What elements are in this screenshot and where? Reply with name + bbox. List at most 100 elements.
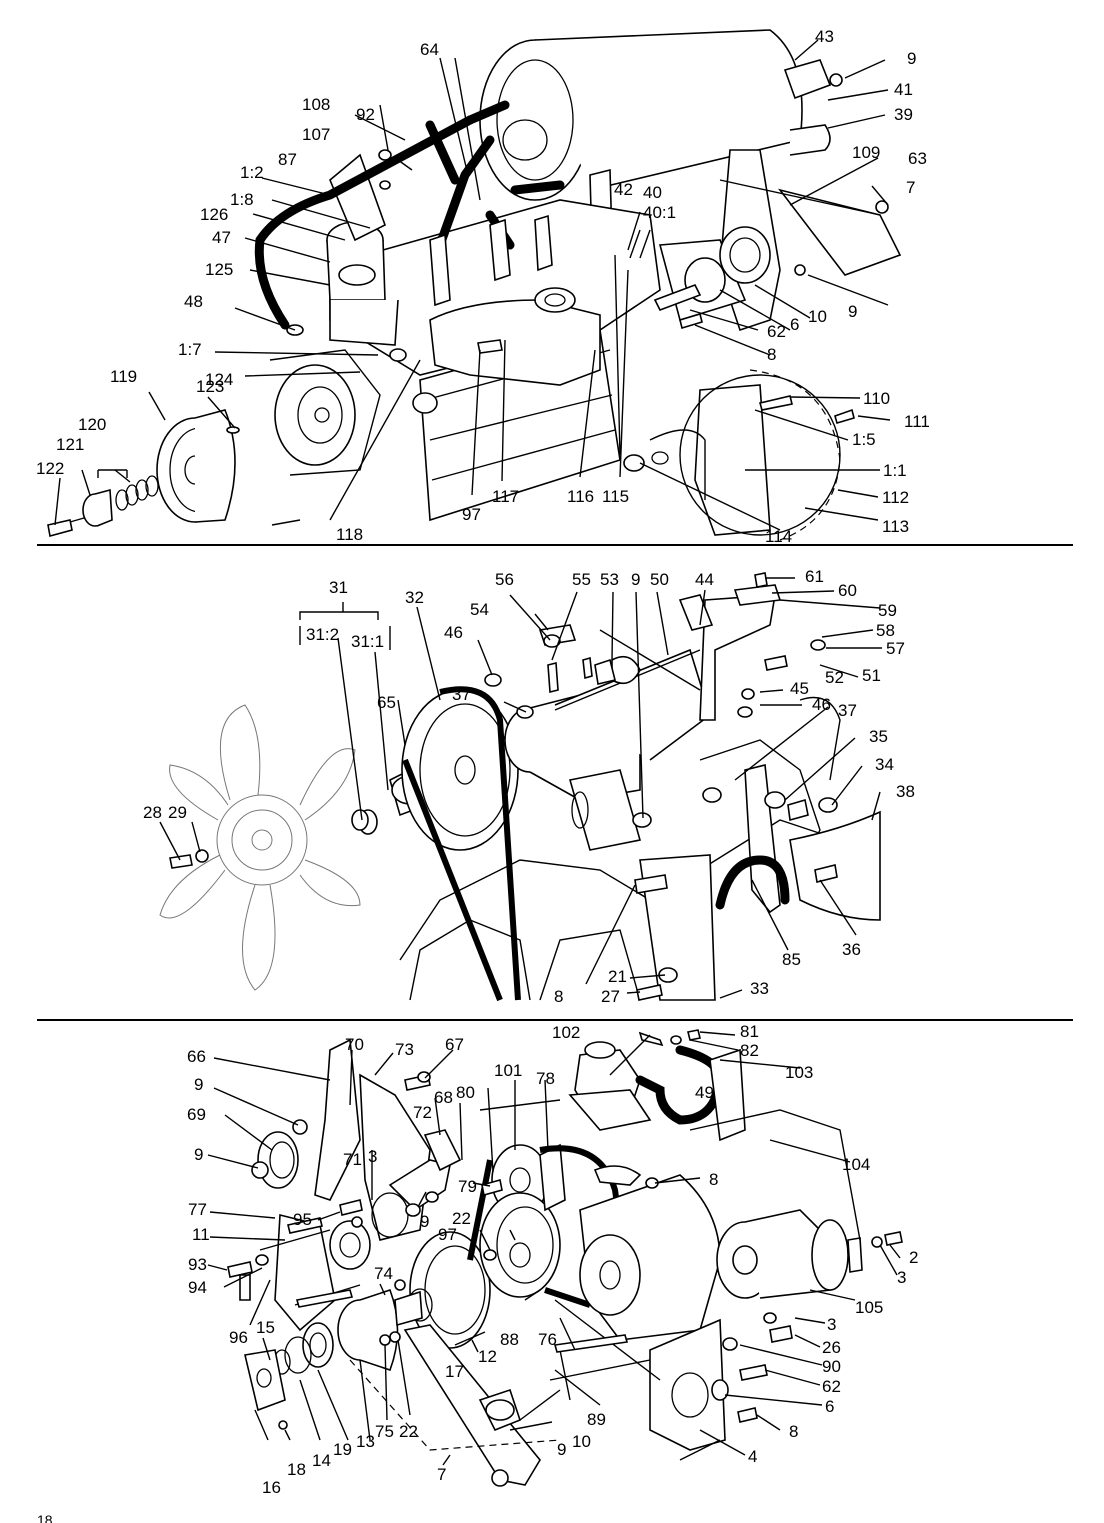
part-label-115: 115 xyxy=(602,487,629,506)
part-label-90: 90 xyxy=(822,1357,841,1376)
part-label-69: 69 xyxy=(187,1105,206,1124)
part-label-114: 114 xyxy=(765,527,792,546)
part-label-36: 36 xyxy=(842,940,861,959)
part-label-97: 97 xyxy=(462,505,481,524)
part-label-16: 16 xyxy=(262,1478,281,1497)
part-label-8b: 8 xyxy=(554,987,563,1006)
part-label-75: 75 xyxy=(375,1422,394,1441)
section-exhaust-cooling-drawing xyxy=(47,29,902,541)
part-label-19: 19 xyxy=(333,1440,352,1459)
part-label-2: 2 xyxy=(909,1248,918,1267)
part-label-95: 95 xyxy=(293,1210,312,1229)
part-label-92: 92 xyxy=(356,105,375,124)
part-label-62: 62 xyxy=(767,322,786,341)
part-label-9c: 9 xyxy=(631,570,640,589)
part-label-82: 82 xyxy=(740,1041,759,1060)
part-label-29: 29 xyxy=(168,803,187,822)
part-label-64: 64 xyxy=(420,40,439,59)
part-label-17: 17 xyxy=(445,1362,464,1381)
part-label-1-5: 1:5 xyxy=(852,430,876,449)
part-label-77: 77 xyxy=(188,1200,207,1219)
part-label-70: 70 xyxy=(345,1035,364,1054)
part-label-15: 15 xyxy=(256,1318,275,1337)
part-label-52: 52 xyxy=(825,668,844,687)
part-label-31-2: 31:2 xyxy=(306,625,339,644)
part-label-6b: 6 xyxy=(825,1397,834,1416)
part-label-104: 104 xyxy=(842,1155,870,1174)
section-fan-belt-drawing xyxy=(159,572,882,1002)
part-label-8d: 8 xyxy=(789,1422,798,1441)
part-label-3b: 3 xyxy=(897,1268,906,1287)
part-label-28: 28 xyxy=(143,803,162,822)
part-label-9d: 9 xyxy=(194,1075,203,1094)
part-label-66: 66 xyxy=(187,1047,206,1066)
part-label-79: 79 xyxy=(458,1177,477,1196)
part-label-46b: 46 xyxy=(812,695,831,714)
part-label-9g: 9 xyxy=(557,1440,566,1459)
part-label-102: 102 xyxy=(552,1023,580,1042)
part-label-1-1: 1:1 xyxy=(883,461,907,480)
part-label-51: 51 xyxy=(862,666,881,685)
part-label-122: 122 xyxy=(36,459,64,478)
part-label-6: 6 xyxy=(790,315,799,334)
part-label-81: 81 xyxy=(740,1022,759,1041)
part-label-71: 71 xyxy=(343,1150,362,1169)
part-label-59: 59 xyxy=(878,601,897,620)
part-label-10: 10 xyxy=(808,307,827,326)
part-label-12: 12 xyxy=(478,1347,497,1366)
part-label-42: 42 xyxy=(614,180,633,199)
part-label-49: 49 xyxy=(695,1083,714,1102)
part-label-34: 34 xyxy=(875,755,894,774)
part-label-57: 57 xyxy=(886,639,905,658)
part-label-89: 89 xyxy=(587,1410,606,1429)
part-label-110: 110 xyxy=(863,389,890,408)
section-fan-belt-labels: 31 31:2 31:1 32 56 55 53 9 50 44 61 60 5… xyxy=(143,567,915,1006)
part-label-38: 38 xyxy=(896,782,915,801)
part-label-68: 68 xyxy=(434,1088,453,1107)
part-label-112: 112 xyxy=(882,488,909,507)
part-label-1-7: 1:7 xyxy=(178,340,202,359)
part-label-47: 47 xyxy=(212,228,231,247)
part-label-1-8: 1:8 xyxy=(230,190,254,209)
part-label-7: 7 xyxy=(906,178,915,197)
part-label-9b: 9 xyxy=(848,302,857,321)
part-label-37b: 37 xyxy=(838,701,857,720)
part-label-88: 88 xyxy=(500,1330,519,1349)
part-label-119: 119 xyxy=(110,367,137,386)
part-label-97b: 97 xyxy=(438,1225,457,1244)
part-label-32: 32 xyxy=(405,588,424,607)
part-label-101: 101 xyxy=(494,1061,522,1080)
part-label-1-2: 1:2 xyxy=(240,163,264,182)
part-label-67: 67 xyxy=(445,1035,464,1054)
section-pulleys-starter-labels: 70 73 67 66 102 81 82 103 101 78 80 68 7… xyxy=(187,1022,918,1497)
section-pulleys-starter-drawing xyxy=(207,1029,903,1487)
part-label-40: 40 xyxy=(643,183,662,202)
part-label-54: 54 xyxy=(470,600,489,619)
part-label-43: 43 xyxy=(815,27,834,46)
part-label-108: 108 xyxy=(302,95,330,114)
part-label-22a: 22 xyxy=(452,1209,471,1228)
part-label-105: 105 xyxy=(855,1298,883,1317)
part-label-26: 26 xyxy=(822,1338,841,1357)
part-label-65: 65 xyxy=(377,693,396,712)
part-label-56: 56 xyxy=(495,570,514,589)
part-label-126: 126 xyxy=(200,205,228,224)
part-label-93: 93 xyxy=(188,1255,207,1274)
part-label-7b: 7 xyxy=(437,1465,446,1484)
part-label-73: 73 xyxy=(395,1040,414,1059)
part-label-80: 80 xyxy=(456,1083,475,1102)
part-label-8: 8 xyxy=(767,345,776,364)
part-label-118: 118 xyxy=(336,525,363,544)
part-label-45: 45 xyxy=(790,679,809,698)
part-label-33: 33 xyxy=(750,979,769,998)
part-label-44: 44 xyxy=(695,570,714,589)
part-label-85: 85 xyxy=(782,950,801,969)
part-label-125: 125 xyxy=(205,260,233,279)
part-label-120: 120 xyxy=(78,415,106,434)
part-label-74: 74 xyxy=(374,1264,393,1283)
part-label-27: 27 xyxy=(601,987,620,1006)
part-label-14: 14 xyxy=(312,1451,331,1470)
part-label-53: 53 xyxy=(600,570,619,589)
part-label-121: 121 xyxy=(56,435,84,454)
part-label-9: 9 xyxy=(907,49,916,68)
